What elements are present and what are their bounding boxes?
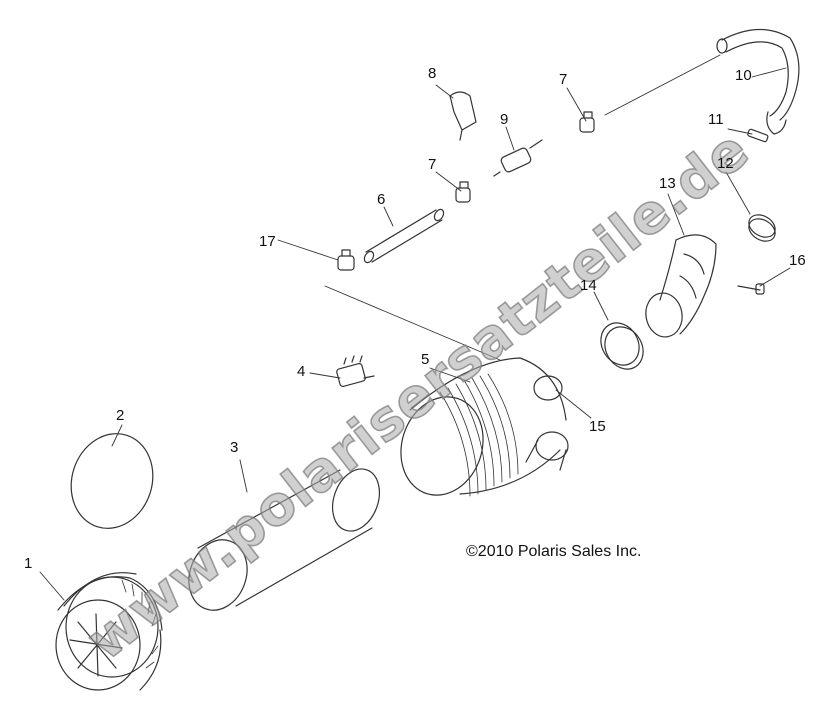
bent-hose-part	[716, 28, 800, 135]
intake-duct-part	[645, 234, 717, 338]
check-valve-part	[493, 139, 543, 177]
filter-element-part	[188, 468, 380, 611]
callout-7-lower: 7	[428, 156, 437, 173]
leader-lines	[39, 54, 791, 601]
callout-14: 14	[580, 277, 597, 294]
hose-part	[363, 208, 445, 264]
callout-7-upper: 7	[559, 71, 568, 88]
callout-2: 2	[116, 407, 125, 424]
callout-10: 10	[735, 67, 752, 84]
bolt-part	[737, 283, 765, 295]
callout-12: 12	[717, 155, 734, 172]
air-box-housing-part	[400, 357, 569, 497]
callout-6: 6	[377, 191, 386, 208]
sensor-connector-part	[336, 355, 375, 387]
clamp-part-17	[337, 249, 355, 271]
clamp-part-upper	[579, 111, 595, 133]
callout-11: 11	[708, 111, 724, 128]
callout-8: 8	[428, 65, 437, 82]
hose-clamp-part-12	[748, 214, 776, 242]
callout-16: 16	[789, 252, 806, 269]
callout-5: 5	[421, 351, 430, 368]
callout-13: 13	[659, 175, 676, 192]
callout-4: 4	[297, 363, 306, 380]
callout-17: 17	[259, 233, 276, 250]
callout-9: 9	[500, 111, 509, 128]
callout-3: 3	[230, 439, 239, 456]
filter-cover-part	[55, 572, 163, 691]
gasket-ring-part	[70, 433, 154, 529]
callout-1: 1	[24, 555, 33, 572]
clamp-part-lower	[455, 181, 471, 203]
hose-clamp-part-14	[600, 322, 644, 370]
copyright-notice: ©2010 Polaris Sales Inc.	[466, 543, 642, 560]
fitting-part	[747, 128, 769, 143]
callout-15: 15	[589, 418, 606, 435]
bracket-clip-part	[449, 91, 477, 141]
